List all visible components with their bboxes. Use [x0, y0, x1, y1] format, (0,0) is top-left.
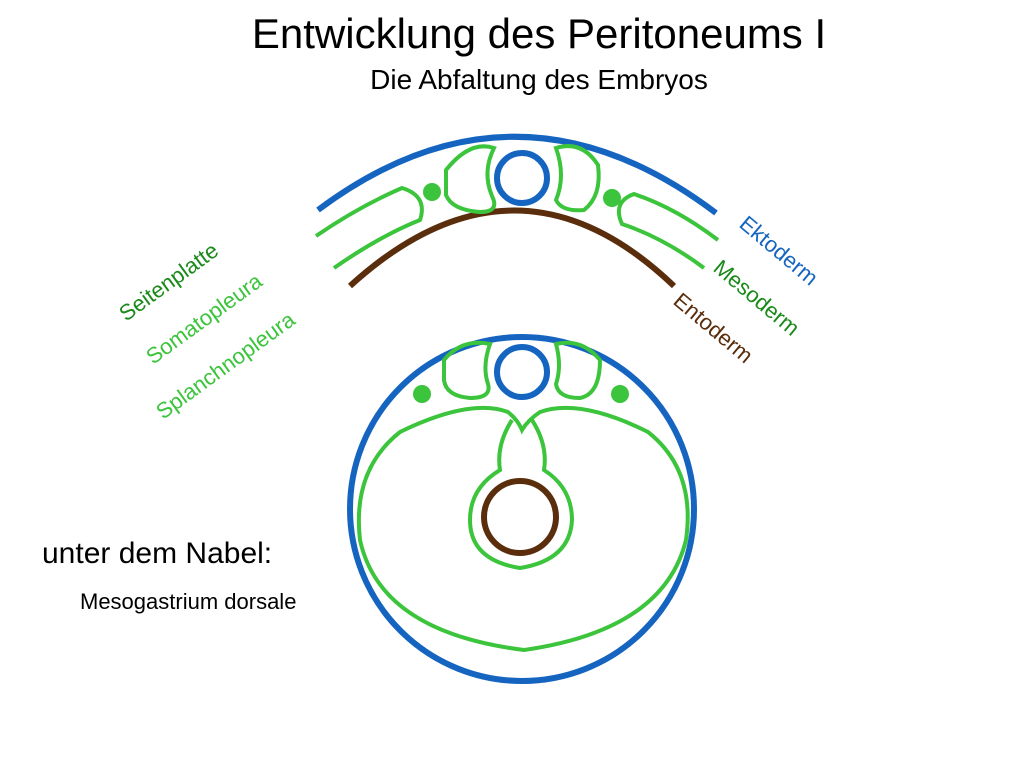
note-below-navel: unter dem Nabel: — [42, 537, 273, 570]
somatopleura-ring — [356, 405, 690, 653]
entoderm-arc — [347, 207, 677, 289]
splanchnopleura-mesentery — [467, 418, 575, 571]
lower-embryo-section — [347, 334, 697, 684]
ektoderm-circle — [347, 334, 697, 684]
label-splanchnopleura: Splanchnopleura — [151, 306, 300, 424]
neural-tube-lower — [494, 344, 550, 400]
intermediate-mesoderm-dot-right — [603, 189, 621, 207]
page-subtitle: Die Abfaltung des Embryos — [370, 64, 708, 95]
gut-tube-entoderm — [481, 478, 559, 556]
page-title: Entwicklung des Peritoneums I — [251, 10, 827, 57]
note-mesogastrium: Mesogastrium dorsale — [80, 589, 297, 614]
somatopleura-right — [617, 191, 720, 270]
ektoderm-arc — [316, 133, 718, 216]
somite-left — [444, 144, 497, 215]
intermediate-mesoderm-dot-left — [423, 183, 441, 201]
intermediate-mesoderm-dot-lower-right — [611, 385, 629, 403]
upper-embryo-section — [314, 133, 720, 289]
somite-right — [553, 144, 601, 213]
intermediate-mesoderm-dot-lower-left — [413, 385, 431, 403]
somatopleura-left — [314, 185, 424, 270]
somite-lower-right — [553, 340, 603, 401]
somite-lower-left — [442, 340, 493, 401]
neural-tube-upper — [494, 150, 550, 206]
